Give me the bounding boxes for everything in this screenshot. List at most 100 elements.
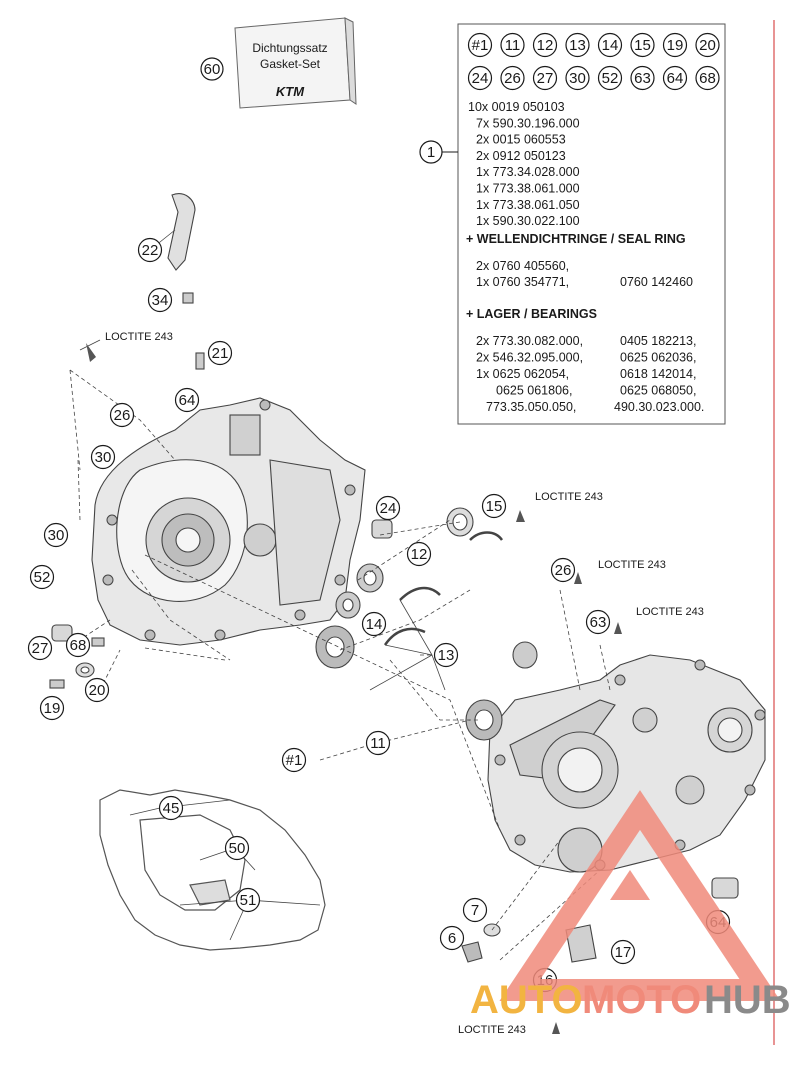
callout-52: 52 [29, 564, 55, 590]
callout-24: 24 [375, 495, 401, 521]
svg-text:68: 68 [70, 637, 87, 654]
callout-30: 30 [43, 522, 69, 548]
part-line: 2x 0912 050123 [476, 149, 566, 163]
svg-text:19: 19 [44, 700, 61, 717]
bearing-left-line: 2x 773.30.082.000, [476, 334, 583, 348]
svg-text:63: 63 [590, 614, 607, 631]
callout-21: 21 [207, 340, 233, 366]
circled-part-4: 14 [597, 32, 623, 58]
callout-13: 13 [433, 642, 459, 668]
svg-text:24: 24 [472, 70, 489, 87]
callout-hash-1: #1 [281, 747, 307, 773]
loctite-label-5: LOCTITE 243 [458, 1022, 560, 1036]
loctite-label-2: LOCTITE 243 [516, 491, 603, 522]
bearing-left-line: 1x 0625 062054, [476, 367, 569, 381]
circled-part-row2-5: 63 [630, 65, 655, 91]
seal-extra: 0760 142460 [620, 275, 693, 289]
svg-text:19: 19 [667, 37, 684, 54]
svg-text:27: 27 [537, 70, 554, 87]
svg-text:52: 52 [602, 70, 619, 87]
callout-50: 50 [224, 835, 250, 861]
bearing-right-line: 0405 182213, [620, 334, 696, 348]
svg-text:26: 26 [504, 70, 521, 87]
svg-text:15: 15 [634, 37, 651, 54]
callout-12: 12 [406, 541, 432, 567]
watermark: AUTO MOTO HUB [470, 790, 791, 1022]
seal-heading: + WELLENDICHTRINGE / SEAL RING [466, 232, 686, 246]
svg-text:27: 27 [32, 640, 49, 657]
svg-text:6: 6 [448, 930, 456, 947]
svg-text:64: 64 [179, 392, 196, 409]
gasket-set-box: Dichtungssatz Gasket-Set KTM [234, 17, 357, 109]
watermark-triangle [499, 790, 781, 1001]
watermark-auto: AUTO [470, 978, 583, 1022]
svg-text:11: 11 [370, 735, 386, 752]
callout-26: 26 [109, 402, 135, 428]
callout-30: 30 [90, 444, 116, 470]
svg-text:60: 60 [204, 61, 221, 78]
circled-part-row2-3: 30 [565, 65, 590, 91]
callout-26: 26 [550, 557, 576, 583]
callout-63: 63 [585, 609, 611, 635]
svg-text:26: 26 [555, 562, 572, 579]
bearing-right-line: 0618 142014, [620, 367, 696, 381]
bearing-left-line: 773.35.050.050, [486, 400, 576, 414]
part-line: 1x 773.34.028.000 [476, 165, 580, 179]
bearing-right-line: 0625 068050, [620, 384, 696, 398]
part-line: 1x 773.38.061.050 [476, 198, 580, 212]
bearing-heading: + LAGER / BEARINGS [466, 307, 597, 321]
circled-part-row2-4: 52 [597, 65, 623, 91]
svg-text:30: 30 [95, 449, 112, 466]
svg-text:1: 1 [427, 144, 435, 161]
svg-text:LOCTITE 243: LOCTITE 243 [535, 491, 603, 503]
callouts: 22 34 21 64 26 30 30 52 27 68 20 19 24 15 12 14 13 11 #1 26… [27, 237, 731, 993]
part-line: 10x 0019 050103 [468, 100, 565, 114]
svg-text:30: 30 [569, 70, 586, 87]
part-line: 2x 0015 060553 [476, 133, 566, 147]
left-half-bolts [102, 399, 356, 641]
svg-text:LOCTITE 243: LOCTITE 243 [598, 559, 666, 571]
callout-17: 17 [610, 939, 636, 965]
callout-1: 1 [419, 140, 458, 164]
svg-text:34: 34 [152, 292, 169, 309]
bearing-left-column: 2x 773.30.082.000,2x 546.32.095.000,1x 0… [476, 334, 583, 414]
svg-text:20: 20 [699, 37, 716, 54]
seal-line: 2x 0760 405560, [476, 259, 569, 273]
parts-list-box [457, 23, 726, 425]
part-line: 1x 590.30.022.100 [476, 214, 580, 228]
svg-text:#1: #1 [286, 752, 303, 769]
left-crankcase-half [91, 397, 366, 646]
seal-lines: 2x 0760 405560,1x 0760 354771, [476, 259, 569, 289]
callout-27: 27 [27, 635, 53, 661]
bearing-right-line: 0625 062036, [620, 351, 696, 365]
callout-45: 45 [158, 795, 184, 821]
circled-part-6: 19 [662, 32, 688, 58]
svg-text:14: 14 [602, 37, 619, 54]
svg-text:51: 51 [240, 892, 257, 909]
loctite-label-3: LOCTITE 243 [574, 559, 666, 584]
callout-14: 14 [361, 611, 387, 637]
svg-text:68: 68 [699, 70, 716, 87]
svg-text:7: 7 [471, 902, 479, 919]
svg-text:30: 30 [48, 527, 65, 544]
svg-text:22: 22 [142, 242, 159, 259]
circled-part-1: 11 [500, 32, 525, 58]
circled-part-7: 20 [695, 32, 720, 58]
circled-part-5: 15 [630, 32, 655, 58]
svg-text:21: 21 [212, 345, 229, 362]
svg-text:#1: #1 [472, 37, 489, 54]
loctite-label-1: LOCTITE 243 [86, 331, 173, 362]
svg-text:15: 15 [486, 498, 503, 515]
right-half-bolts [494, 659, 766, 871]
callout-20: 20 [84, 677, 110, 703]
svg-text:13: 13 [569, 37, 586, 54]
svg-text:26: 26 [114, 407, 131, 424]
bearing-right-column: 0405 182213, 0625 062036, 0618 142014, 0625… [614, 334, 704, 414]
svg-text:20: 20 [89, 682, 106, 699]
callout-68: 68 [65, 632, 91, 658]
callout-22: 22 [137, 237, 163, 263]
circled-part-row2-6: 64 [662, 65, 688, 91]
